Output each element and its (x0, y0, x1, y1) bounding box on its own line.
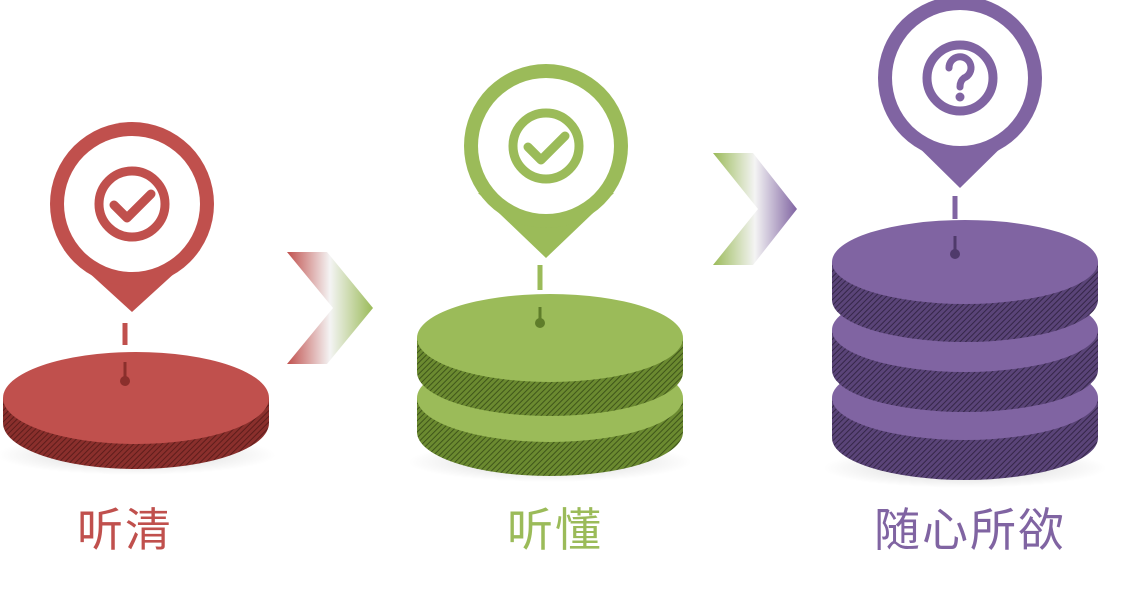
stage-1 (0, 122, 276, 475)
question-icon (922, 40, 998, 116)
check-icon (94, 166, 170, 242)
stage-3 (823, 0, 1107, 488)
stage-2-label: 听懂 (507, 503, 603, 557)
map-pin-icon (50, 122, 214, 312)
pin-anchor (120, 376, 130, 386)
chevron-right-icon (713, 153, 797, 265)
pin-anchor (950, 249, 960, 259)
pin-anchor (535, 318, 545, 328)
stage-2 (408, 64, 692, 482)
disk-layer (417, 294, 683, 416)
check-icon (508, 108, 584, 184)
stage-1-label: 听清 (77, 503, 173, 557)
chevron-right-icon (287, 252, 373, 364)
stage-3-label: 随心所欲 (874, 503, 1066, 557)
map-pin-icon (464, 64, 628, 258)
disk-layer (3, 352, 269, 469)
disk-layer (832, 220, 1098, 342)
